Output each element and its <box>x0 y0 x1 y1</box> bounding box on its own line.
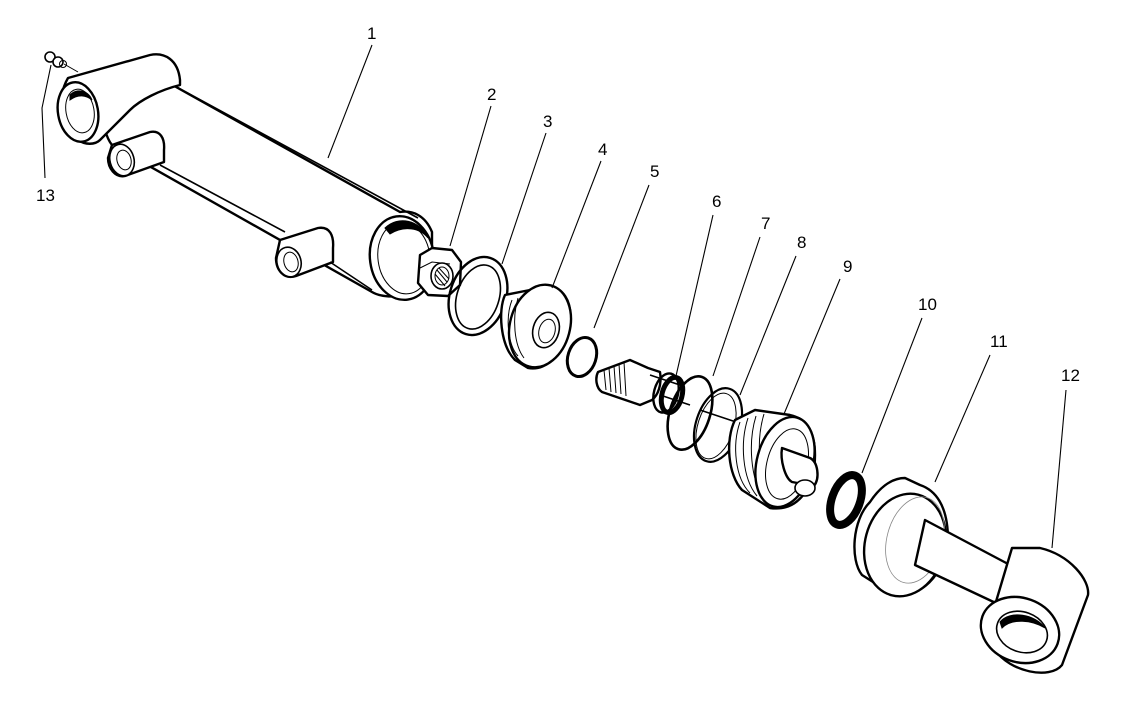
callout-3: 3 <box>543 112 552 131</box>
callout-7: 7 <box>761 214 770 233</box>
part-9-gland <box>727 408 819 510</box>
leader-11 <box>934 354 991 483</box>
part-1-cylinder-barrel <box>56 53 436 302</box>
callout-4: 4 <box>598 140 607 159</box>
leader-10 <box>861 317 923 474</box>
callout-8: 8 <box>797 233 806 252</box>
leader-13 <box>41 64 52 179</box>
part-7-o-ring <box>666 375 714 451</box>
leader-3 <box>501 132 547 265</box>
part-2-hex-nut <box>416 246 463 298</box>
callout-labels: 1 2 3 4 5 6 7 8 9 10 11 12 13 <box>36 24 1080 385</box>
leader-12 <box>1051 389 1067 549</box>
part-11-rod-head <box>853 476 1012 607</box>
callout-6: 6 <box>712 192 721 211</box>
part-5-o-ring <box>565 335 599 379</box>
part-10-wiper-seal <box>826 471 866 529</box>
callout-12: 12 <box>1061 366 1080 385</box>
part-4-piston <box>499 283 573 370</box>
leader-4 <box>551 160 602 289</box>
leader-5 <box>593 184 650 329</box>
callout-2: 2 <box>487 85 496 104</box>
part-12-rod-eye <box>979 546 1090 674</box>
part-11-piston-rod-shaft <box>595 358 691 407</box>
callout-9: 9 <box>843 257 852 276</box>
leader-9 <box>783 278 841 415</box>
leader-2 <box>449 105 492 247</box>
leader-8 <box>739 255 797 396</box>
callout-10: 10 <box>918 295 937 314</box>
callout-11: 11 <box>990 332 1008 351</box>
leader-6 <box>675 214 714 377</box>
callout-1: 1 <box>367 24 376 43</box>
leader-7 <box>712 236 761 377</box>
part-13-grease-fitting <box>44 51 79 73</box>
leader-1 <box>327 44 373 159</box>
leader-lines <box>41 44 1067 549</box>
callout-5: 5 <box>650 162 659 181</box>
part-6-rod-seal <box>652 372 686 416</box>
callout-13: 13 <box>36 186 55 205</box>
